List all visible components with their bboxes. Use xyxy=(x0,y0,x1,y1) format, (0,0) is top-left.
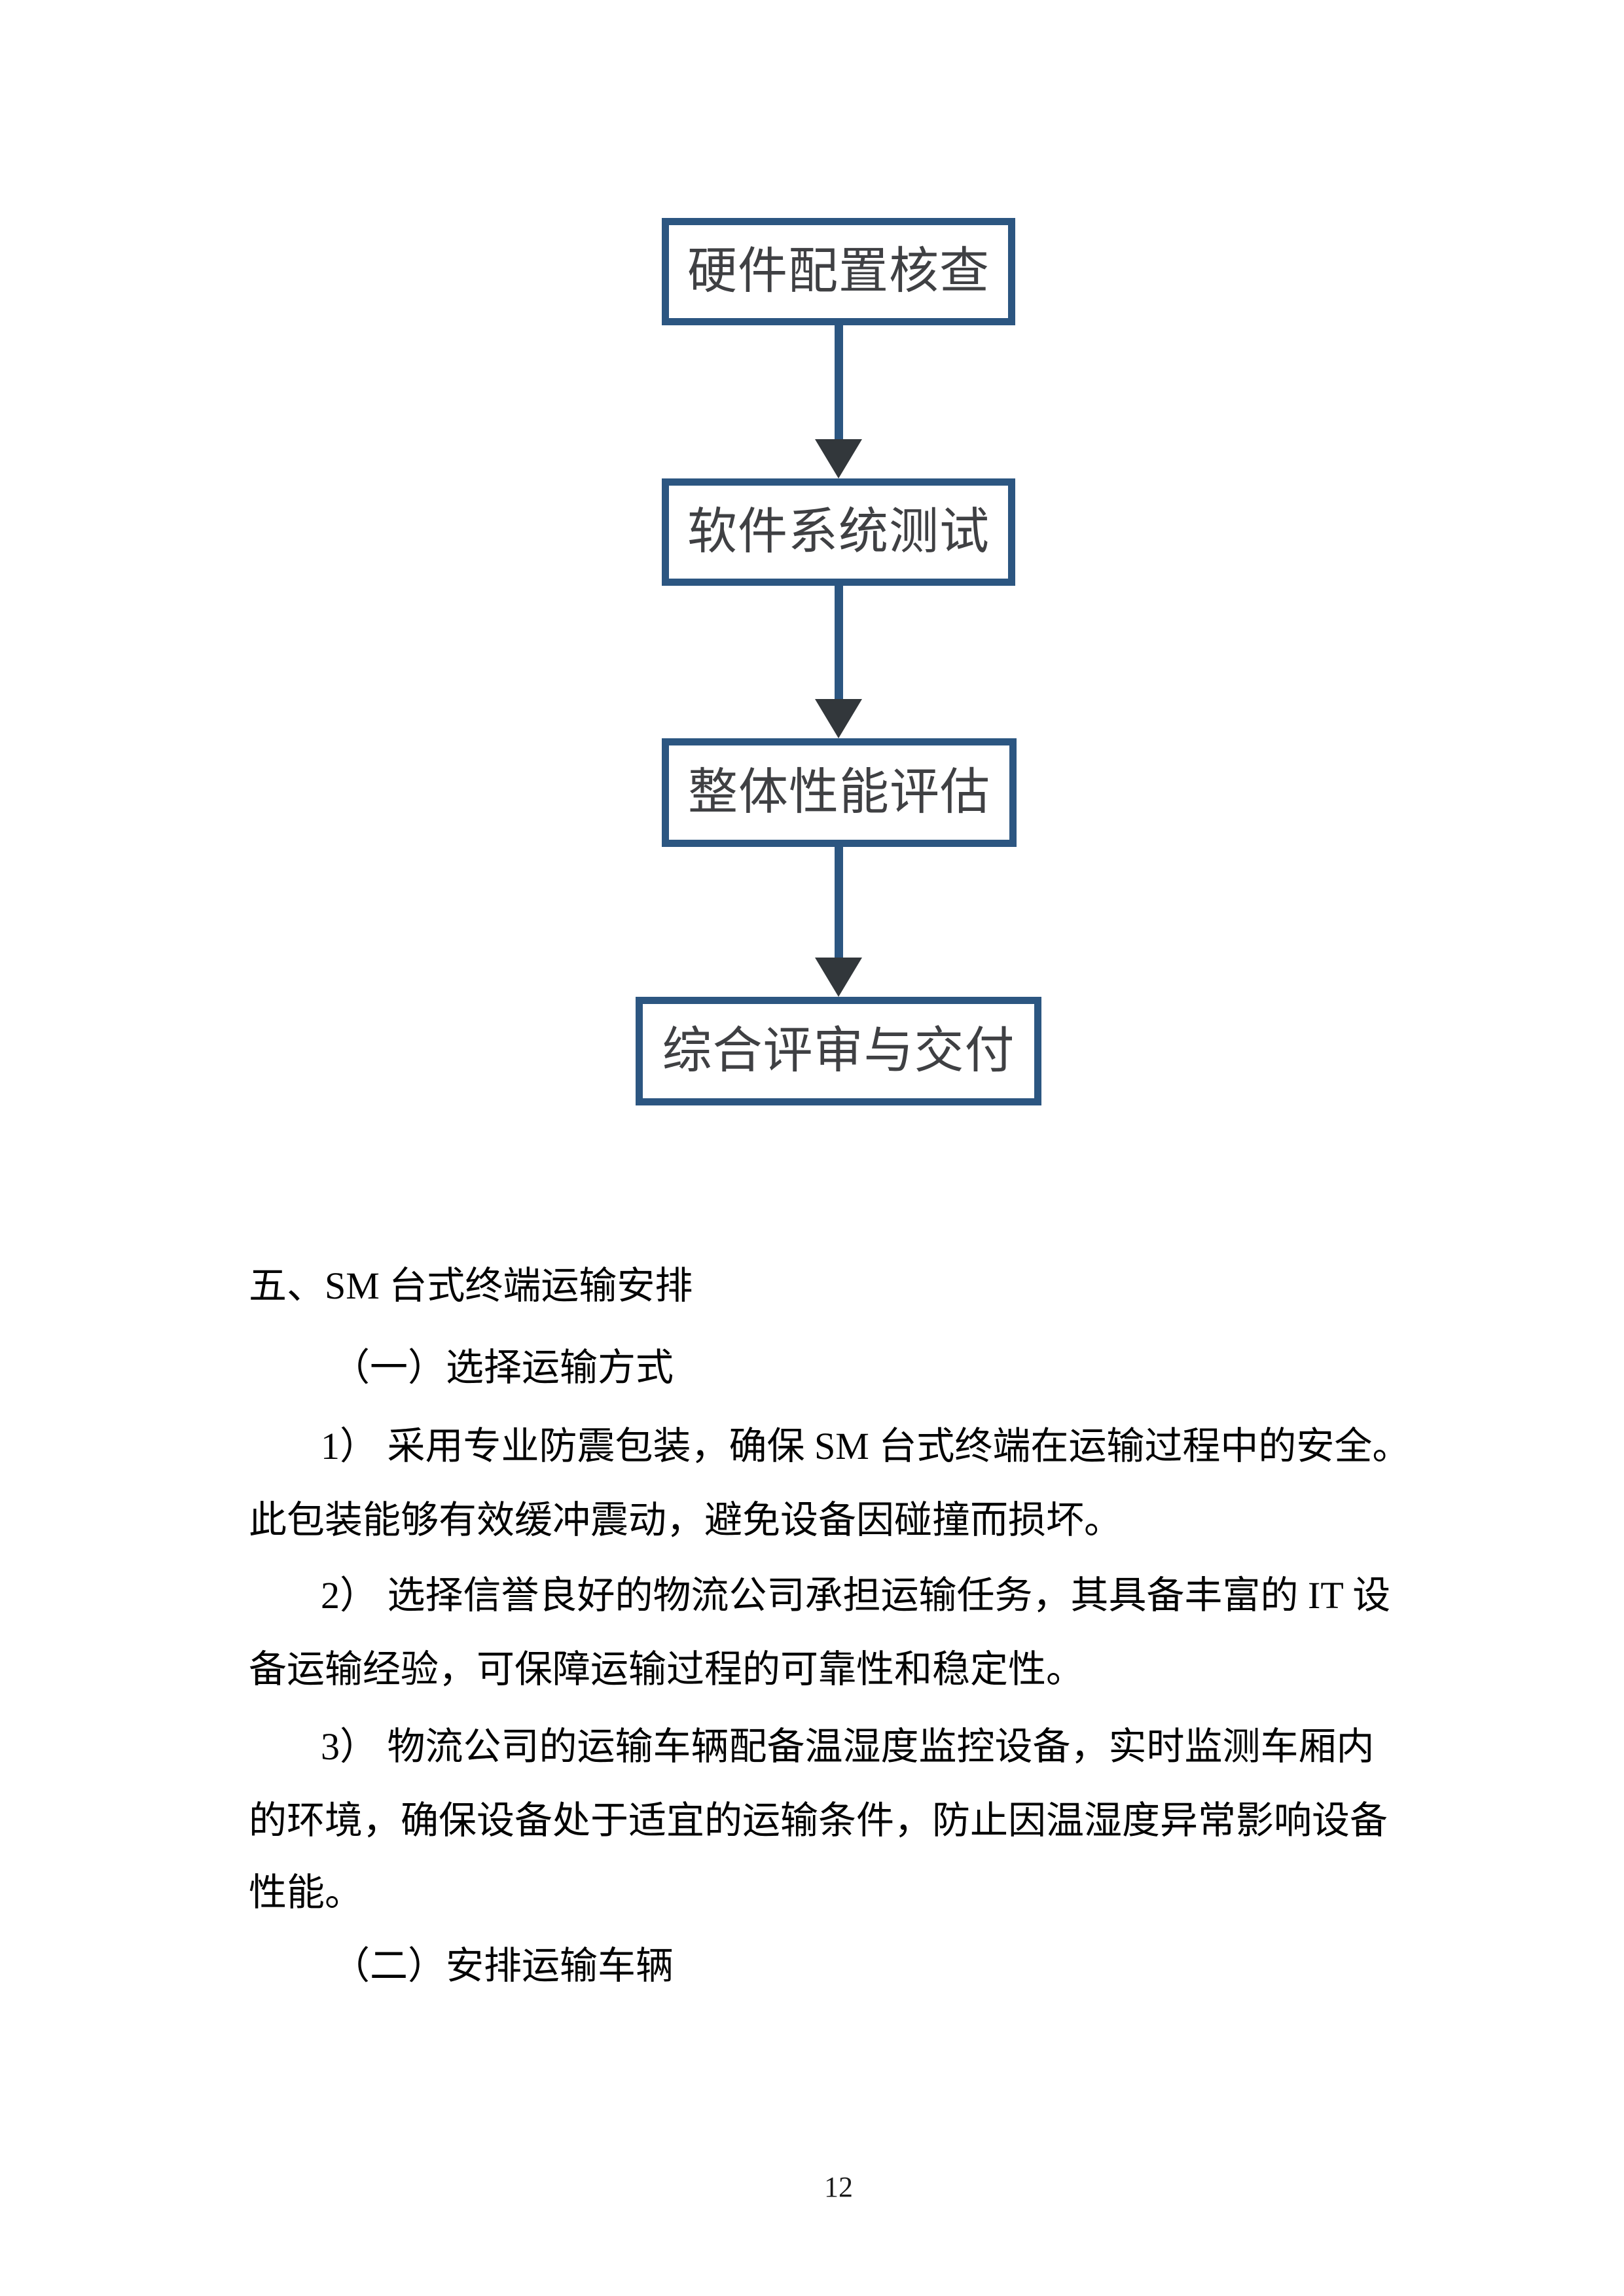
body-line: 3） 物流公司的运输车辆配备温湿度监控设备，实时监测车厢内 xyxy=(321,1725,1375,1768)
subsection-heading-1: （一）选择运输方式 xyxy=(332,1346,674,1389)
flow-node-software-test: 软件系统测试 xyxy=(662,478,1015,586)
flow-arrow-1 xyxy=(815,324,862,478)
arrow-down-icon xyxy=(815,439,862,478)
flow-node-label: 综合评审与交付 xyxy=(662,1024,1015,1079)
flow-arrow-2 xyxy=(815,584,862,738)
arrow-stem xyxy=(834,584,843,699)
flow-node-label: 整体性能评估 xyxy=(688,765,990,820)
flow-node-review-delivery: 综合评审与交付 xyxy=(636,997,1041,1105)
arrow-down-icon xyxy=(815,699,862,738)
subsection-heading-2: （二）安排运输车辆 xyxy=(332,1945,674,1987)
page-number: 12 xyxy=(824,2171,853,2203)
section-heading: 五、SM 台式终端运输安排 xyxy=(249,1265,693,1307)
arrow-stem xyxy=(834,324,843,439)
body-line: 2） 选择信誉良好的物流公司承担运输任务，其具备丰富的 IT 设 xyxy=(321,1574,1391,1617)
body-line: 备运输经验，可保障运输过程的可靠性和稳定性。 xyxy=(249,1648,1085,1691)
flow-node-label: 硬件配置核查 xyxy=(687,244,990,299)
body-line: 1） 采用专业防震包装，确保 SM 台式终端在运输过程中的安全。 xyxy=(321,1425,1411,1467)
flow-arrow-3 xyxy=(815,846,862,997)
flow-node-hardware-check: 硬件配置核查 xyxy=(662,218,1015,325)
arrow-stem xyxy=(834,846,843,958)
body-line: 性能。 xyxy=(249,1871,363,1914)
body-line: 的环境，确保设备处于适宜的运输条件，防止因温湿度异常影响设备 xyxy=(249,1799,1388,1842)
body-line: 此包装能够有效缓冲震动，避免设备因碰撞而损坏。 xyxy=(249,1499,1123,1541)
flow-node-performance-evaluation: 整体性能评估 xyxy=(662,738,1017,847)
arrow-down-icon xyxy=(815,958,862,997)
flow-node-label: 软件系统测试 xyxy=(687,505,990,560)
